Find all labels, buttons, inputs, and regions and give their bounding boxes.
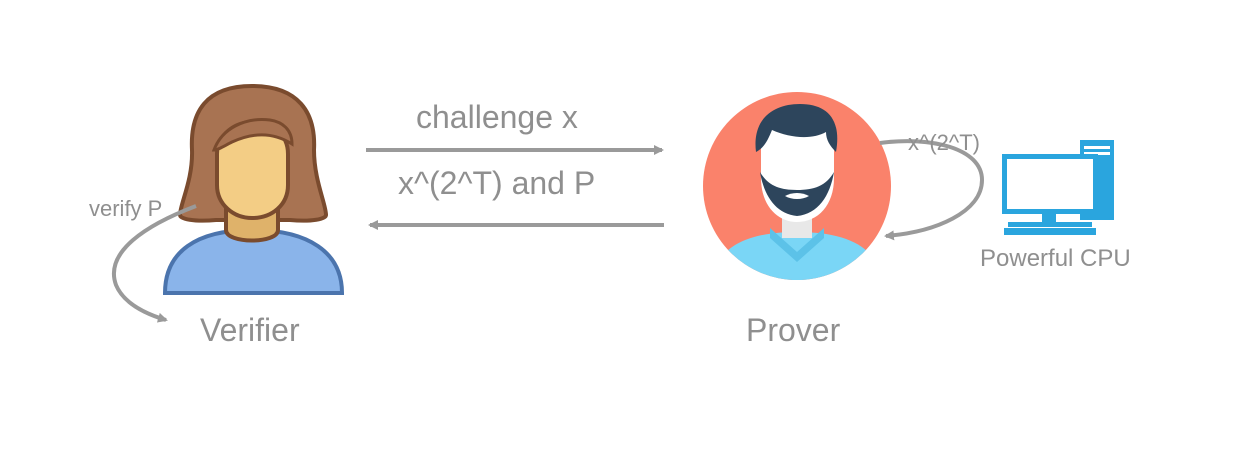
- square-loop-arrow: [879, 139, 985, 241]
- computer-icon: [1002, 140, 1114, 235]
- prover-avatar-icon: [703, 92, 891, 280]
- prover-label: Prover: [746, 312, 841, 348]
- verify-loop-arrow: [112, 204, 197, 323]
- response-label: x^(2^T) and P: [398, 165, 596, 201]
- verifier-avatar-icon: [162, 83, 345, 295]
- challenge-label: challenge x: [416, 99, 578, 135]
- verifier-label: Verifier: [200, 312, 300, 348]
- square-loop-label: x^(2^T): [908, 130, 980, 155]
- cpu-label: Powerful CPU: [980, 245, 1131, 272]
- verify-loop-label: verify P: [89, 196, 163, 221]
